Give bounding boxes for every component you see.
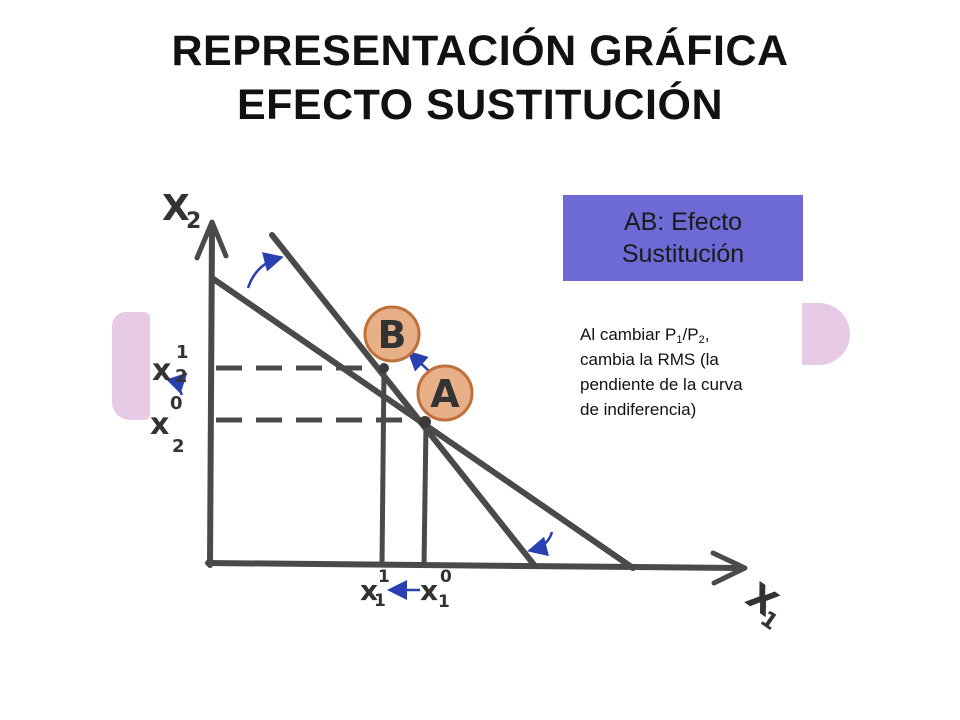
svg-text:1: 1 — [378, 567, 390, 587]
point-a-label: A — [430, 372, 460, 416]
a-to-b-arrow-icon — [407, 350, 431, 373]
svg-text:0: 0 — [440, 567, 452, 587]
x-axis-label: X 1 — [738, 576, 784, 636]
note-line-1: Al cambiar P1/P2, — [580, 325, 710, 346]
explanation-note: Al cambiar P1/P2, cambia la RMS (la pend… — [580, 322, 795, 422]
note-line-3: pendiente de la curva — [580, 375, 743, 394]
point-b-label: B — [378, 313, 407, 357]
y-tick-lower-label: x 0 2 — [150, 393, 185, 457]
background-decoration-left — [112, 312, 150, 420]
point-b-marker: B — [363, 305, 421, 363]
title-line-1: REPRESENTACIÓN GRÁFICA — [171, 27, 789, 75]
callout-line-2: Sustitución — [621, 240, 745, 268]
svg-text:2: 2 — [172, 436, 185, 457]
y-axis — [194, 219, 229, 568]
y-axis-label: X 2 — [162, 188, 201, 234]
svg-text:1: 1 — [438, 592, 450, 612]
svg-text:1: 1 — [374, 591, 386, 611]
point-a-marker: A — [416, 364, 474, 422]
callout-line-1: AB: Efecto — [623, 208, 743, 236]
y-tick-upper-label: x 1 2 — [152, 342, 189, 388]
x-tick-right-label: x 0 1 — [420, 567, 452, 612]
svg-text:1: 1 — [176, 342, 189, 363]
background-decoration-right — [802, 303, 850, 365]
svg-text:x: x — [360, 574, 378, 607]
substitution-effect-callout: AB: Efecto Sustitución — [563, 195, 803, 281]
slide-title: REPRESENTACIÓN GRÁFICA EFECTO SUSTITUCIÓ… — [0, 24, 960, 132]
svg-text:2: 2 — [175, 366, 188, 387]
drop-line-b — [379, 367, 387, 566]
point-b-dot — [379, 363, 389, 373]
rotation-arrow-down-icon — [527, 531, 554, 557]
title-line-2: EFECTO SUSTITUCIÓN — [236, 81, 723, 129]
svg-text:2: 2 — [186, 209, 201, 234]
budget-line-rotated — [269, 232, 538, 569]
note-line-2: cambia la RMS (la — [580, 350, 719, 369]
svg-text:0: 0 — [170, 393, 183, 414]
note-line-4: de indiferencia) — [580, 400, 697, 419]
svg-text:X: X — [162, 188, 190, 229]
x-tick-left-label: x 1 1 — [360, 567, 390, 611]
x-axis — [205, 550, 748, 586]
drop-line-a — [421, 423, 429, 567]
y-shift-arrow-icon — [166, 372, 188, 396]
svg-text:x: x — [420, 574, 438, 607]
svg-text:x: x — [150, 407, 169, 442]
point-a-dot — [419, 416, 431, 428]
rotation-arrow-up-icon — [246, 252, 284, 289]
svg-text:x: x — [152, 353, 171, 388]
